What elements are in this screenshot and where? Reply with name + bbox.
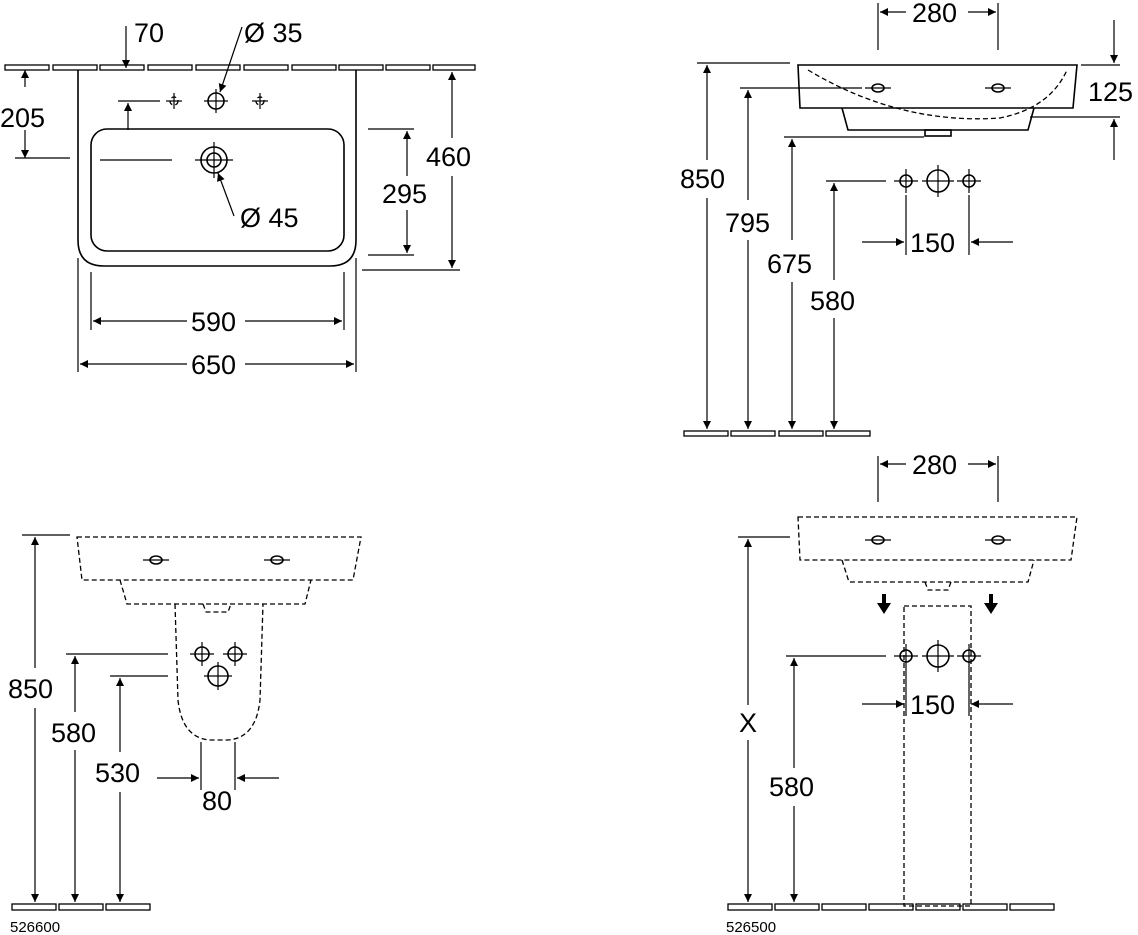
drain-outlet xyxy=(100,142,233,178)
full-pedestal-view: 280 150 X 580 526500 xyxy=(726,450,1078,935)
dim-205: 205 xyxy=(0,103,45,133)
fixing-hole-left xyxy=(865,83,891,93)
supply-connections-half xyxy=(190,642,247,690)
dim-795: 795 xyxy=(725,208,770,238)
floor-tiles-full xyxy=(727,903,1055,911)
dim-850-half: 850 xyxy=(8,674,53,704)
dim-650: 650 xyxy=(191,350,236,380)
fixing-hole-left-full xyxy=(865,535,891,545)
dim-150-side: 150 xyxy=(910,228,955,258)
dim-x: X xyxy=(739,708,757,738)
dim-590: 590 xyxy=(191,307,236,337)
tap-hole-left-optional xyxy=(166,93,182,109)
half-pedestal-outline xyxy=(174,603,264,741)
product-code-full: 526500 xyxy=(726,919,776,935)
dim-diameter-45: Ø 45 xyxy=(240,203,299,233)
supply-connections-full xyxy=(894,640,981,672)
bowl-outline xyxy=(90,128,345,252)
top-view: 70 Ø 35 205 460 295 Ø 45 590 xyxy=(0,18,476,380)
fixing-hole-right-full xyxy=(985,535,1011,545)
floor-tiles-side xyxy=(683,430,871,437)
supply-connections-side xyxy=(894,165,981,197)
basin-side-outline xyxy=(797,64,1078,109)
dim-675: 675 xyxy=(767,249,812,279)
dim-460: 460 xyxy=(426,142,471,172)
wall-tiles-top xyxy=(4,64,476,71)
dim-295: 295 xyxy=(382,179,427,209)
dim-280-side: 280 xyxy=(912,0,957,28)
dim-80: 80 xyxy=(202,786,232,816)
dim-580-half: 580 xyxy=(51,718,96,748)
dim-150-full: 150 xyxy=(910,690,955,720)
dim-850-side: 850 xyxy=(680,164,725,194)
down-arrow-right xyxy=(984,594,998,614)
fixing-hole-right xyxy=(985,83,1011,93)
tap-hole-center xyxy=(204,89,228,113)
tap-hole-right-optional xyxy=(252,93,268,109)
dim-70: 70 xyxy=(134,18,164,48)
dim-580-full: 580 xyxy=(769,772,814,802)
fixing-hole-right-half xyxy=(264,555,290,565)
dim-280-full: 280 xyxy=(912,450,957,480)
full-pedestal-outline xyxy=(903,605,972,907)
floor-tiles-half xyxy=(11,903,151,911)
down-arrow-left xyxy=(877,594,891,614)
basin-outline xyxy=(77,70,357,267)
dim-580-side: 580 xyxy=(810,286,855,316)
product-code-half: 526600 xyxy=(10,919,60,935)
fixing-hole-left-half xyxy=(143,555,169,565)
side-wall-view: 280 125 850 795 675 580 xyxy=(680,0,1133,437)
half-pedestal-view: 850 580 530 80 526600 xyxy=(8,534,362,935)
dim-125: 125 xyxy=(1088,77,1133,107)
dim-530: 530 xyxy=(95,758,140,788)
dim-diameter-35: Ø 35 xyxy=(244,18,303,48)
